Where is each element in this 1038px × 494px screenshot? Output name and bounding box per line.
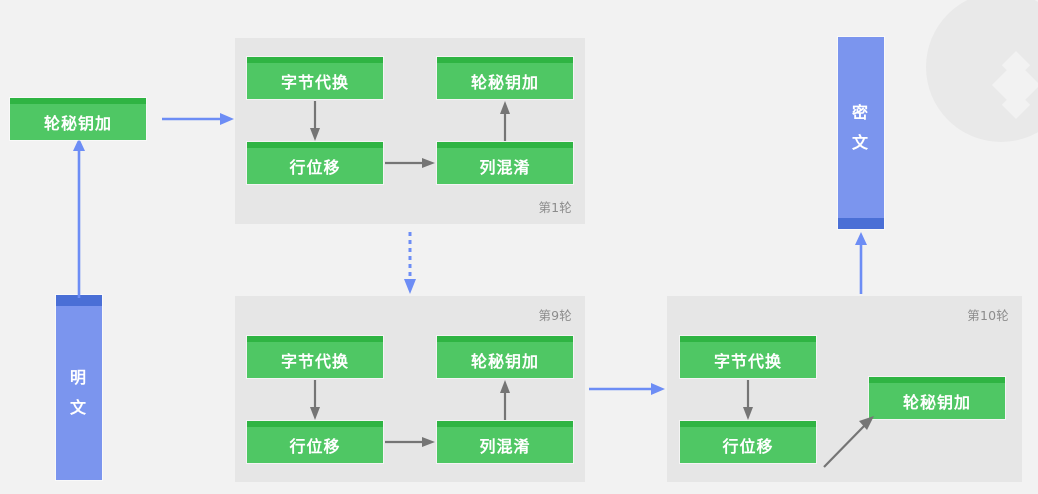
ciphertext-char-1: 密 xyxy=(851,102,870,122)
round-10-add-round-key-box: 轮秘钥加 xyxy=(869,377,1005,419)
round-1-sub-bytes-label: 字节代换 xyxy=(280,73,349,92)
round-10-sub-bytes-label: 字节代换 xyxy=(713,352,782,371)
arrow-round-9-shiftrows-to-mixcolumns xyxy=(385,434,435,450)
arrow-round-10-shiftrows-to-addroundkey xyxy=(822,411,878,469)
arrow-round1-to-round9 xyxy=(402,232,418,294)
round-9-mix-columns-box: 列混淆 xyxy=(437,421,573,463)
round-9-shift-rows-label: 行位移 xyxy=(289,437,341,456)
ciphertext-char-2: 文 xyxy=(851,132,870,152)
arrow-round-9-mixcolumns-to-addroundkey xyxy=(497,380,513,420)
round-10-sub-bytes-box: 字节代换 xyxy=(680,336,816,378)
round-10-label: 第10轮 xyxy=(967,308,1009,323)
initial-add-round-key-box: 轮秘钥加 xyxy=(10,98,146,140)
arrow-plaintext-to-addroundkey xyxy=(71,138,87,298)
plaintext-char-1: 明 xyxy=(69,368,88,388)
arrow-round-1-shiftrows-to-mixcolumns xyxy=(385,155,435,171)
round-1-add-round-key-box: 轮秘钥加 xyxy=(437,57,573,99)
plaintext-box: 明 文 xyxy=(56,295,102,480)
round-1-shift-rows-label: 行位移 xyxy=(289,158,341,177)
round-1-mix-columns-box: 列混淆 xyxy=(437,142,573,184)
round-9-add-round-key-box: 轮秘钥加 xyxy=(437,336,573,378)
arrow-round-1-subbytes-to-shiftrows xyxy=(307,101,323,141)
plaintext-char-2: 文 xyxy=(69,398,88,417)
arrow-addroundkey-to-round1 xyxy=(162,111,234,127)
arrow-round9-to-round10 xyxy=(589,381,665,397)
round-1-panel: 字节代换 轮秘钥加 行位移 列混淆 第1轮 xyxy=(235,38,585,224)
arrow-round-1-mixcolumns-to-addroundkey xyxy=(497,101,513,141)
round-1-label: 第1轮 xyxy=(538,200,572,215)
round-9-add-round-key-label: 轮秘钥加 xyxy=(470,352,539,371)
round-9-mix-columns-label: 列混淆 xyxy=(479,437,531,456)
round-9-sub-bytes-label: 字节代换 xyxy=(280,352,349,371)
round-9-panel: 第9轮 字节代换 轮秘钥加 行位移 列混淆 xyxy=(235,296,585,482)
watermark-logo xyxy=(926,0,1038,142)
arrow-round10-to-ciphertext xyxy=(853,232,869,294)
arrow-round-9-subbytes-to-shiftrows xyxy=(307,380,323,420)
initial-add-round-key-label: 轮秘钥加 xyxy=(43,114,112,133)
round-10-shift-rows-label: 行位移 xyxy=(722,437,774,456)
round-1-add-round-key-label: 轮秘钥加 xyxy=(470,73,539,92)
round-9-sub-bytes-box: 字节代换 xyxy=(247,336,383,378)
round-1-shift-rows-box: 行位移 xyxy=(247,142,383,184)
round-9-label: 第9轮 xyxy=(538,308,572,323)
ciphertext-box: 密 文 xyxy=(838,37,884,229)
round-9-shift-rows-box: 行位移 xyxy=(247,421,383,463)
arrow-round-10-subbytes-to-shiftrows xyxy=(740,380,756,420)
round-10-add-round-key-label: 轮秘钥加 xyxy=(902,393,971,412)
round-1-sub-bytes-box: 字节代换 xyxy=(247,57,383,99)
round-10-panel: 第10轮 字节代换 行位移 轮秘钥加 xyxy=(667,296,1022,482)
round-1-mix-columns-label: 列混淆 xyxy=(479,158,531,177)
round-10-shift-rows-box: 行位移 xyxy=(680,421,816,463)
